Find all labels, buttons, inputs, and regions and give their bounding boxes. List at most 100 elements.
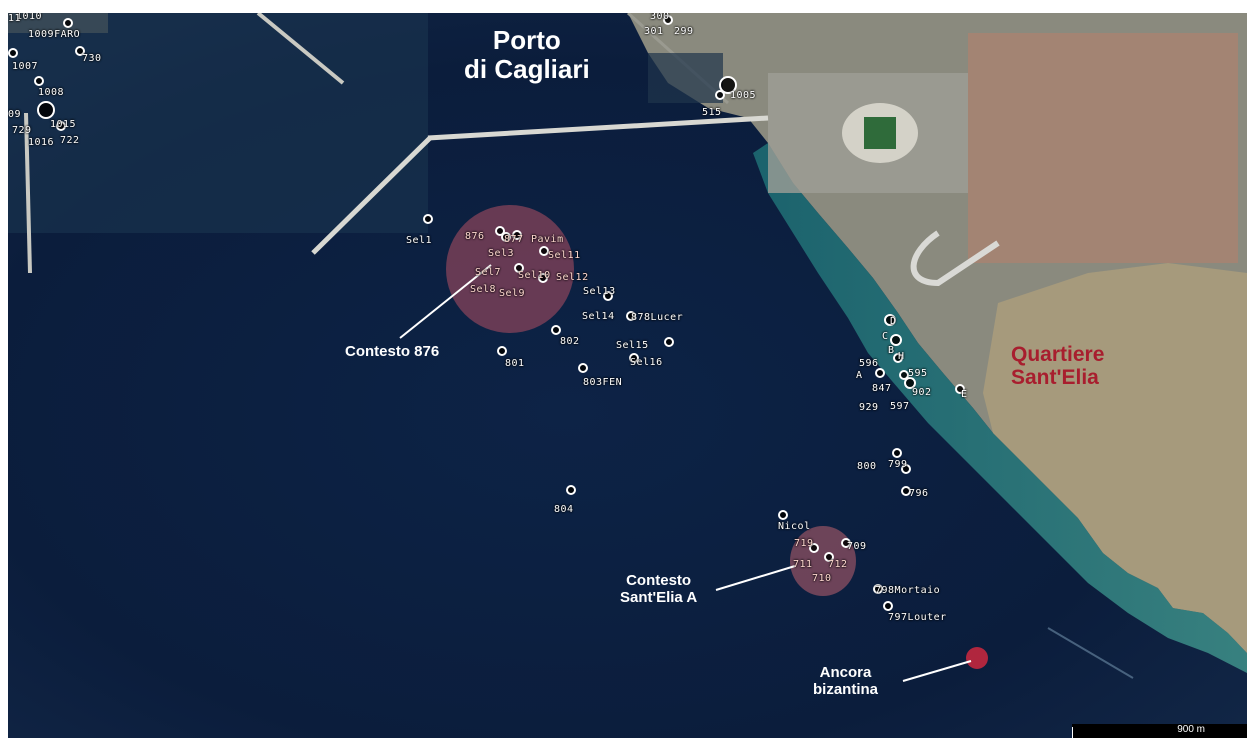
find-marker-icon[interactable] [892,448,902,458]
ancora-marker[interactable] [966,647,988,669]
find-label: 902 [912,387,932,398]
find-label: 597 [890,401,910,412]
find-marker-icon[interactable] [551,325,561,335]
find-marker-icon[interactable] [539,246,549,256]
find-marker-icon[interactable] [955,384,965,394]
find-marker-icon[interactable] [514,263,524,273]
find-label: Sel15 [616,340,649,351]
find-label: Sel13 [583,286,616,297]
find-label: 1015 [50,119,77,130]
find-marker-icon[interactable] [715,90,725,100]
find-label: 712 [828,559,848,570]
find-label: 1008 [38,87,65,98]
find-marker-icon[interactable] [538,273,548,283]
find-marker-icon[interactable] [719,76,737,94]
find-marker-icon[interactable] [873,584,883,594]
scale-bar: 900 m [1072,724,1247,738]
find-label: 876 [465,231,485,242]
find-marker-icon[interactable] [34,76,44,86]
find-label: 803FEN [583,377,623,388]
find-marker-icon[interactable] [883,601,893,611]
find-label: 877 [504,234,524,245]
find-label: Pavim [531,234,564,245]
find-marker-icon[interactable] [512,230,522,240]
find-marker-icon[interactable] [501,232,511,242]
find-label: 798Mortaio [875,585,941,596]
annotation-contesto-sant-elia: Contesto Sant'Elia A [620,572,698,607]
find-label: 709 [847,541,867,552]
find-marker-icon[interactable] [884,314,896,326]
find-marker-icon[interactable] [566,485,576,495]
find-marker-icon[interactable] [626,311,636,321]
context-876-area[interactable] [446,205,574,333]
find-marker-icon[interactable] [578,363,588,373]
find-marker-icon[interactable] [778,510,788,520]
find-label: 301 [644,26,664,37]
find-marker-icon[interactable] [629,353,639,363]
find-marker-icon[interactable] [809,543,819,553]
context-sant-elia-a-area[interactable] [790,526,856,596]
place-porto: Porto di Cagliari [464,25,590,84]
find-label: Sel1 [406,235,433,246]
find-label: C [882,331,889,342]
find-marker-icon[interactable] [495,226,505,236]
find-label: 595 [908,368,928,379]
find-marker-icon[interactable] [56,121,66,131]
find-label: Sel11 [548,250,581,261]
find-label: B [888,345,895,356]
find-label: 800 [857,461,877,472]
find-label: Sel8 [470,284,497,295]
map-image [8,13,1247,738]
find-label: 722 [60,135,80,146]
find-marker-icon[interactable] [904,377,916,389]
find-marker-icon[interactable] [75,46,85,56]
find-label: Sel10 [518,270,551,281]
find-marker-icon[interactable] [890,334,902,346]
find-label: A [856,370,863,381]
annotation-contesto-876: Contesto 876 [345,343,440,360]
find-marker-icon[interactable] [841,538,851,548]
find-label: Sel3 [488,248,515,259]
find-label: 1007 [12,61,39,72]
find-label: Sel14 [582,311,615,322]
find-marker-icon[interactable] [37,101,55,119]
find-label: H [898,351,905,362]
find-label: Sel16 [630,357,663,368]
find-marker-icon[interactable] [497,346,507,356]
find-label: 804 [554,504,574,515]
find-marker-icon[interactable] [901,486,911,496]
find-label: 729 [12,125,32,136]
find-marker-icon[interactable] [875,368,885,378]
find-label: 515 [702,107,722,118]
find-label: 802 [560,336,580,347]
place-quartiere: Quartiere Sant'Elia [1011,343,1105,390]
find-label: 799 [888,459,908,470]
find-marker-icon[interactable] [423,214,433,224]
find-label: 801 [505,358,525,369]
find-marker-icon[interactable] [8,48,18,58]
find-marker-icon[interactable] [63,18,73,28]
find-marker-icon[interactable] [663,15,673,25]
find-marker-icon[interactable] [664,337,674,347]
find-label: 710 [812,573,832,584]
find-label: 11 [8,13,22,24]
find-marker-icon[interactable] [893,353,903,363]
find-label: 596 [859,358,879,369]
find-label: 1009FARO [28,29,81,40]
find-marker-icon[interactable] [824,552,834,562]
find-label: 09 [8,109,22,120]
annotation-ancora: Ancora bizantina [813,664,879,699]
find-marker-icon[interactable] [901,464,911,474]
find-label: Sel12 [556,272,589,283]
find-marker-icon[interactable] [603,291,613,301]
find-label: 878Lucer [631,312,684,323]
find-label: 730 [82,53,102,64]
find-label: 300 [650,13,670,22]
find-label: 929 [859,402,879,413]
find-label: Sel7 [475,267,502,278]
find-label: Sel9 [499,288,526,299]
find-label: 796 [909,488,929,499]
find-label: 299 [674,26,694,37]
